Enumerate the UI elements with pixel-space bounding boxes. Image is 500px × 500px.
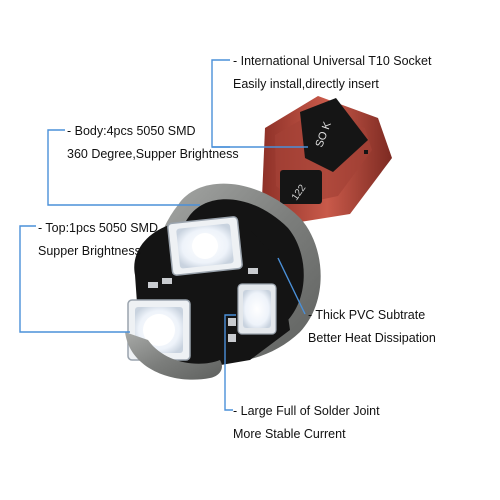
callout-socket-detail: Easily install,directly insert <box>233 77 379 91</box>
top-smd-led <box>167 216 243 276</box>
callout-pvc: - Thick PVC Subtrate Better Heat Dissipa… <box>308 304 436 350</box>
callout-body-title: - Body:4pcs 5050 SMD <box>67 124 196 138</box>
callout-pvc-title: - Thick PVC Subtrate <box>308 308 426 322</box>
callout-solder-title: - Large Full of Solder Joint <box>233 404 380 418</box>
callout-top-title: - Top:1pcs 5050 SMD <box>38 221 158 235</box>
callout-socket-title: - International Universal T10 Socket <box>233 54 432 68</box>
callout-solder: - Large Full of Solder Joint More Stable… <box>233 400 380 446</box>
side-smd-led <box>237 283 277 335</box>
socket-label-panel <box>300 98 368 172</box>
callout-lines <box>19 59 308 411</box>
callout-line-solder <box>224 314 236 411</box>
callout-top-detail: Supper Brightness <box>38 244 141 258</box>
led-pcb-body <box>127 216 290 372</box>
callout-line-pvc <box>277 257 306 315</box>
callout-line-top <box>19 225 130 333</box>
socket-chip <box>280 170 322 204</box>
callout-line-body <box>47 129 200 206</box>
callout-socket: - International Universal T10 Socket Eas… <box>233 50 431 96</box>
base-ring <box>125 332 222 380</box>
callout-body: - Body:4pcs 5050 SMD 360 Degree,Supper B… <box>67 120 239 166</box>
t10-wedge-socket: SO K 122 <box>262 96 392 222</box>
callout-pvc-detail: Better Heat Dissipation <box>308 331 436 345</box>
callout-solder-detail: More Stable Current <box>233 427 346 441</box>
callout-top: - Top:1pcs 5050 SMD Supper Brightness <box>38 217 158 263</box>
callout-body-detail: 360 Degree,Supper Brightness <box>67 147 239 161</box>
